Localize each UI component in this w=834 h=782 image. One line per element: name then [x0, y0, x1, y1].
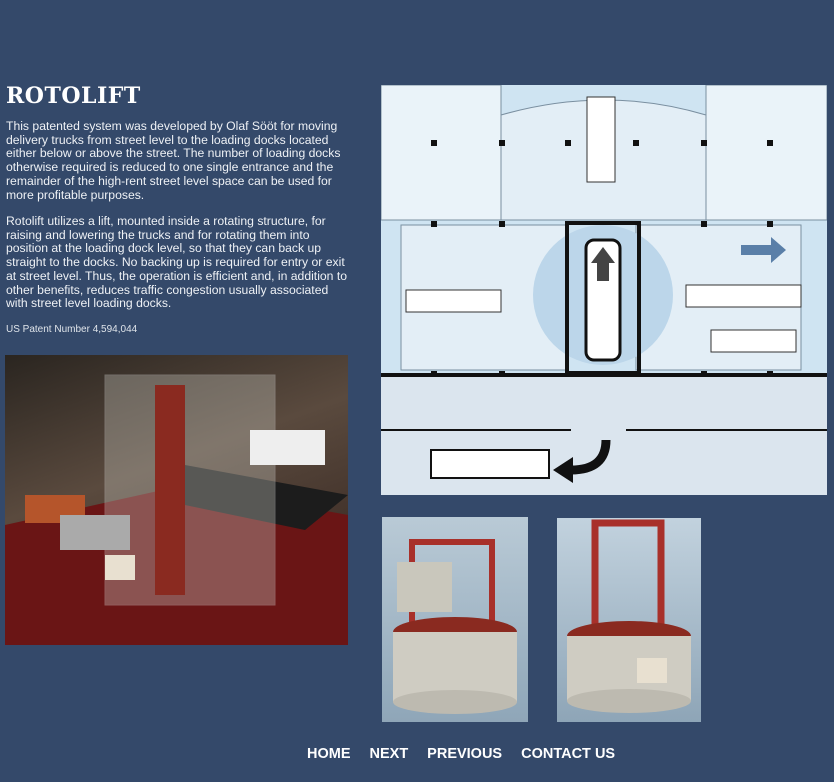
patent-number: US Patent Number 4,594,044: [6, 324, 138, 335]
nav-next-link[interactable]: NEXT: [369, 746, 409, 762]
rotolift-model-photo-lift-raised: [382, 517, 528, 722]
rotolift-model-photo: [5, 355, 348, 645]
page-title: ROTOLIFT: [6, 83, 141, 109]
rotolift-model-photo-lift-lowered: [557, 518, 701, 722]
rotolift-plan-diagram: [381, 85, 827, 495]
nav-previous-link[interactable]: PREVIOUS: [427, 746, 503, 762]
nav-contact-link[interactable]: CONTACT US: [521, 746, 616, 762]
description-paragraph-2: Rotolift utilizes a lift, mounted inside…: [6, 214, 348, 311]
nav-home-link[interactable]: HOME: [307, 746, 351, 762]
description-paragraph-1: This patented system was developed by Ol…: [6, 119, 341, 202]
footer-nav: HOME NEXT PREVIOUS CONTACT US: [307, 746, 615, 762]
